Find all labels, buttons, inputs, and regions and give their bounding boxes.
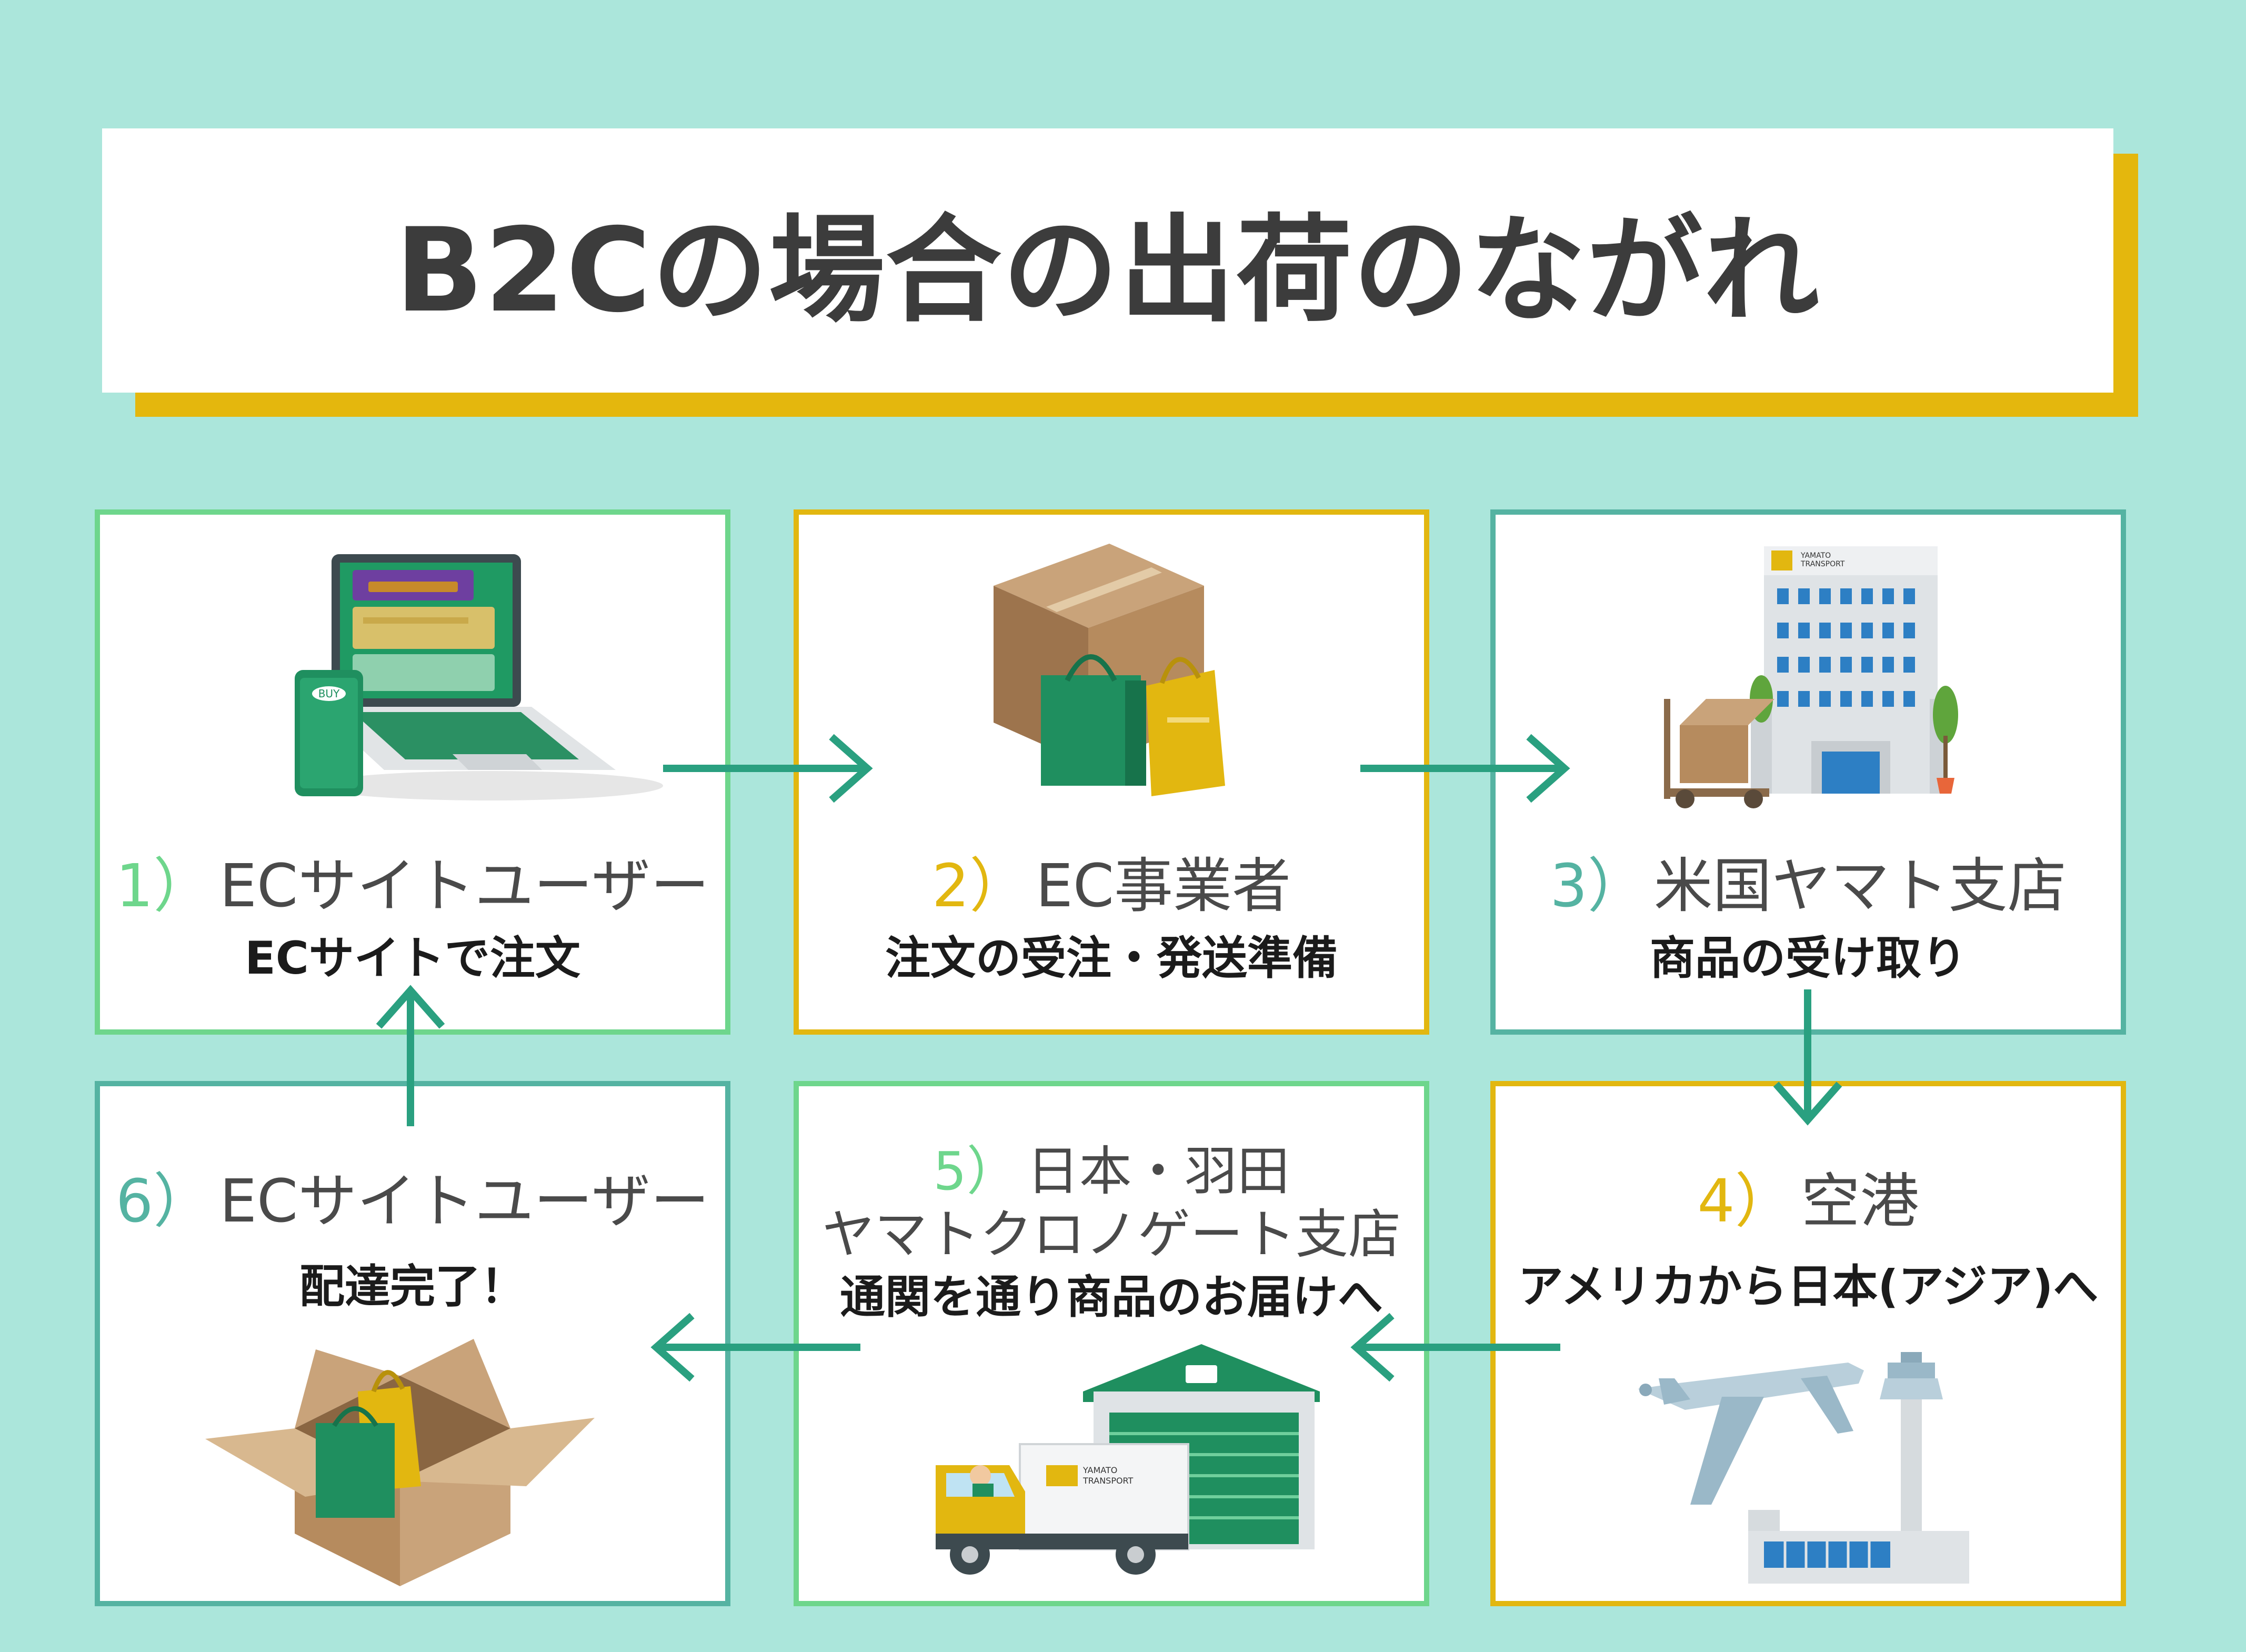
page-title: B2Cの場合の出荷のながれ: [395, 203, 1821, 338]
step-2-card: 2）EC事業者 注文の受注・発送準備: [794, 509, 1429, 1035]
step-number: 4）: [1697, 1167, 1794, 1236]
step-4-title: 4）空港: [1496, 1154, 2121, 1239]
step-number: 1）: [116, 852, 213, 920]
step-title-text: 米国ヤマト支店: [1653, 852, 2067, 920]
yamato-label: TRANSPORT: [1800, 560, 1845, 568]
step-number: 2）: [931, 852, 1029, 920]
arrow-step3-to-step4: [1773, 989, 1842, 1126]
step-3-title: 3）米国ヤマト支店: [1496, 838, 2121, 924]
step-4-card: 4）空港 アメリカから日本(アジア)へ: [1490, 1081, 2126, 1606]
step-number: 6）: [116, 1167, 213, 1236]
step-2-title: 2）EC事業者: [799, 838, 1424, 924]
arrow-step6-to-step1: [376, 985, 445, 1126]
step-5-title-line-1: 5）日本・羽田: [799, 1128, 1424, 1205]
arrow-step5-to-step6: [650, 1313, 860, 1382]
step-1-title: 1）ECサイトユーザー: [100, 838, 725, 924]
step-6-card: 6）ECサイトユーザー 配達完了！: [95, 1081, 730, 1606]
step-1-subtitle: ECサイトで注文: [245, 932, 580, 985]
buy-label: BUY: [318, 687, 340, 700]
step-6-title: 6）ECサイトユーザー: [100, 1154, 725, 1239]
cardboard-box-shopping-bags-icon: [994, 544, 1225, 796]
office-building-hand-truck-icon: YAMATO TRANSPORT: [1664, 546, 1958, 808]
step-4-subtitle: アメリカから日本(アジア)へ: [1518, 1260, 2099, 1313]
yamato-label: YAMATO: [1800, 552, 1831, 560]
step-5-title-line-2: ヤマトクロノゲート支店: [822, 1204, 1401, 1265]
step-number: 5）: [933, 1140, 1019, 1202]
step-title-text: EC事業者: [1036, 852, 1291, 920]
airplane-control-tower-icon: [1638, 1352, 1969, 1584]
yamato-label: YAMATO: [1082, 1465, 1117, 1475]
laptop-smartphone-buy-icon: BUY: [295, 554, 663, 800]
title-banner: B2Cの場合の出荷のながれ: [102, 128, 2113, 393]
step-title-text: 日本・羽田: [1026, 1140, 1290, 1202]
yamato-label: TRANSPORT: [1082, 1476, 1134, 1486]
step-number: 3）: [1550, 852, 1647, 920]
step-title-text: 空港: [1801, 1167, 1919, 1236]
step-2-subtitle: 注文の受注・発送準備: [885, 932, 1338, 985]
step-3-card: YAMATO TRANSPORT 3）米国ヤマト支店 商品の受け取り: [1490, 509, 2126, 1035]
step-3-subtitle: 商品の受け取り: [1650, 932, 1967, 985]
step-title-text: ECサイトユーザー: [219, 852, 709, 920]
step-5-subtitle: 通関を通り商品のお届けへ: [840, 1271, 1383, 1324]
open-box-shopping-bags-icon: [205, 1339, 595, 1586]
arrow-step1-to-step2: [663, 734, 873, 803]
arrow-step2-to-step3: [1360, 734, 1570, 803]
warehouse-delivery-truck-icon: YAMATO TRANSPORT: [936, 1344, 1320, 1575]
step-6-subtitle: 配達完了！: [299, 1260, 526, 1313]
step-5-card: 5）日本・羽田 ヤマトクロノゲート支店 通関を通り商品のお届けへ YAMATO …: [794, 1081, 1429, 1606]
step-title-text: ECサイトユーザー: [219, 1167, 709, 1236]
step-1-card: BUY 1）ECサイトユーザー ECサイトで注文: [95, 509, 730, 1035]
arrow-step4-to-step5: [1350, 1313, 1560, 1382]
